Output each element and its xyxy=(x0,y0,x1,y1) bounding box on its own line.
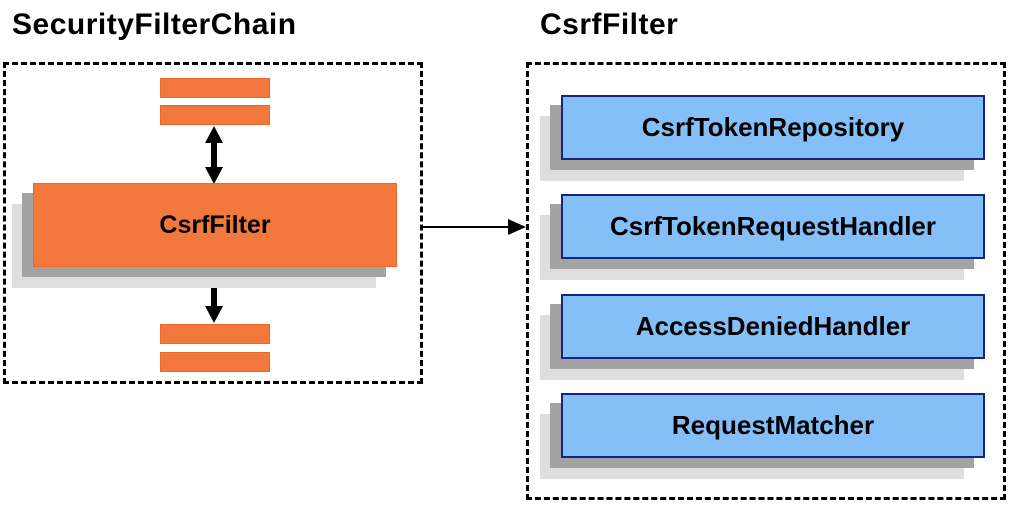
component-box-csrf-token-request-handler: CsrfTokenRequestHandler xyxy=(561,194,985,259)
right-panel-title: CsrfFilter xyxy=(540,8,679,41)
filter-stack-bar-bottom-2 xyxy=(160,352,270,372)
filter-stack-bar-top-2 xyxy=(160,105,270,125)
component-box-csrf-token-repository: CsrfTokenRepository xyxy=(561,95,985,160)
filter-stack-bar-top-1 xyxy=(160,78,270,98)
component-box-request-matcher: RequestMatcher xyxy=(561,393,985,458)
component-label: RequestMatcher xyxy=(671,410,875,440)
csrf-filter-box: CsrfFilter xyxy=(33,183,397,267)
left-panel-title: SecurityFilterChain xyxy=(12,8,297,41)
component-label: CsrfTokenRepository xyxy=(641,112,905,142)
component-label: CsrfTokenRequestHandler xyxy=(609,211,937,241)
right-arrow-icon xyxy=(422,219,526,235)
component-label: AccessDeniedHandler xyxy=(635,311,911,341)
filter-stack-bar-bottom-1 xyxy=(160,324,270,344)
bidirectional-arrow-icon xyxy=(205,126,223,184)
csrf-filter-box-label: CsrfFilter xyxy=(159,210,271,239)
security-filter-chain-container xyxy=(3,62,423,384)
csrf-filter-container xyxy=(526,62,1006,500)
component-box-access-denied-handler: AccessDeniedHandler xyxy=(561,294,985,359)
